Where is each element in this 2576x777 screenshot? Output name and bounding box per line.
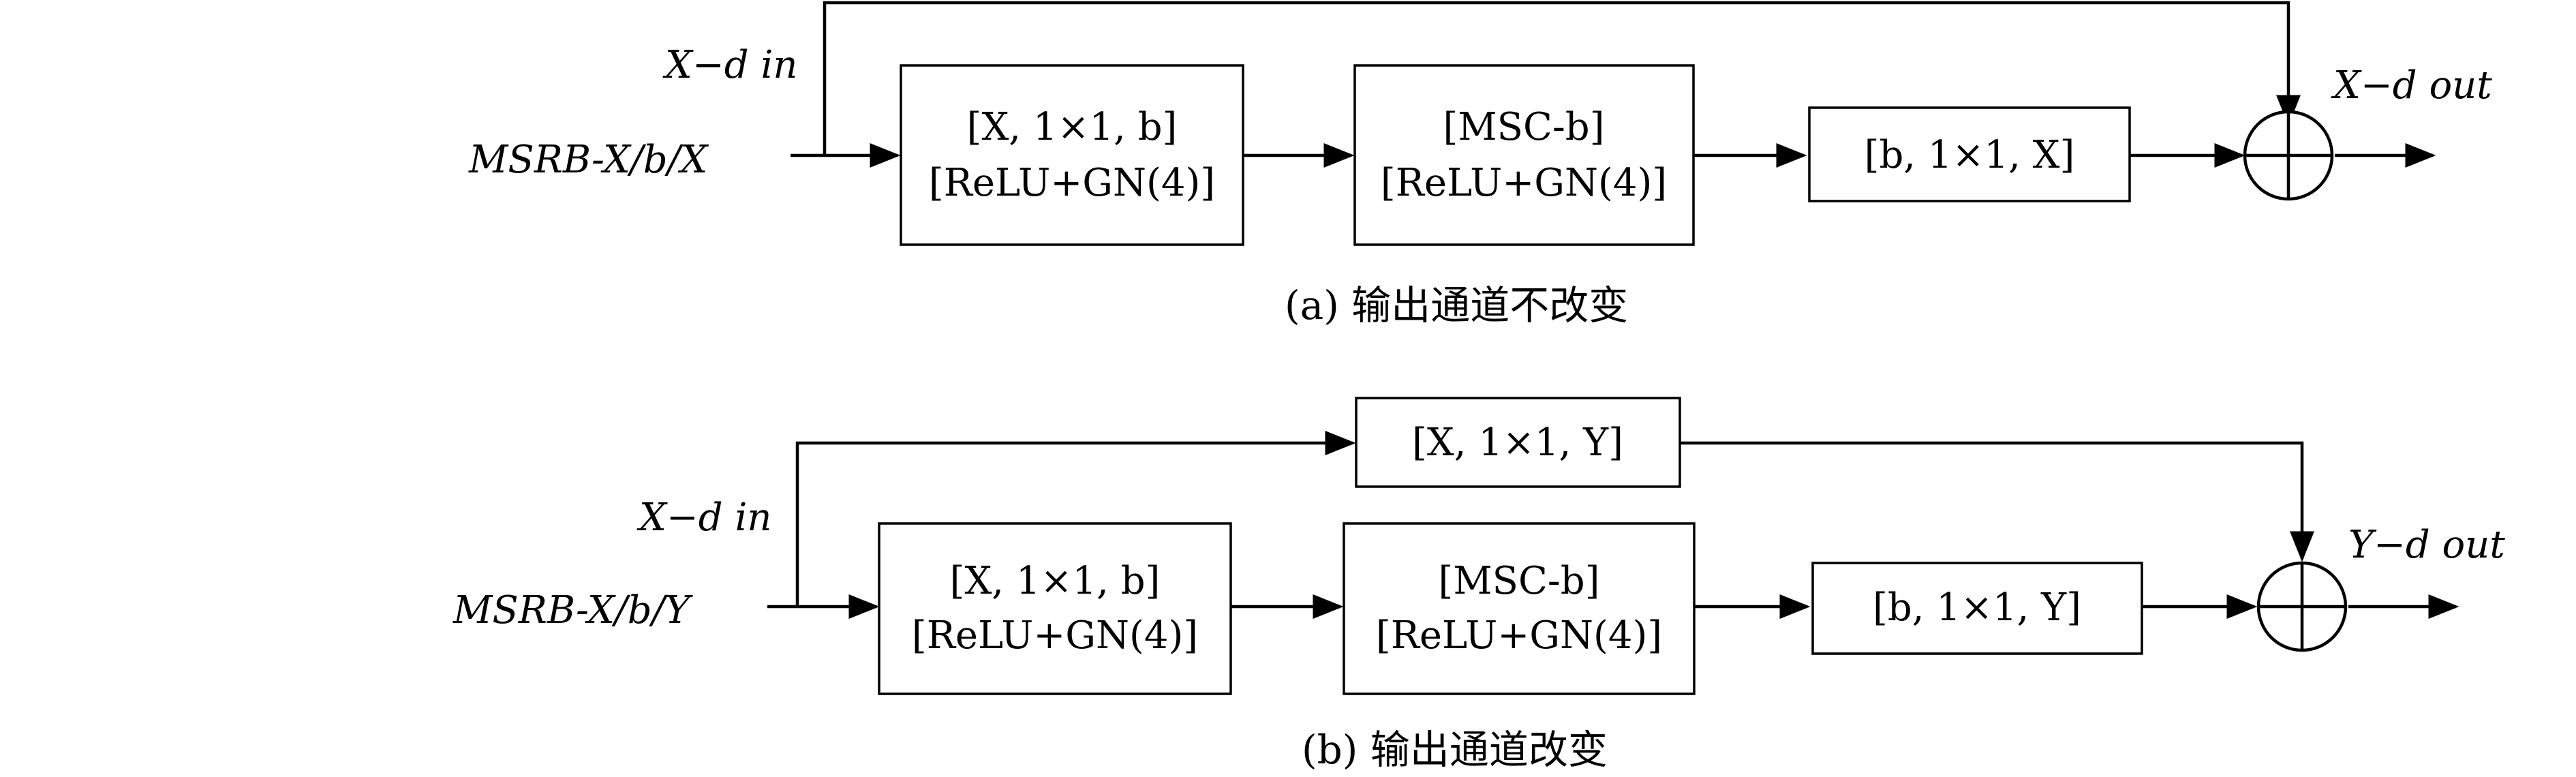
panel-b-block-name: MSRB-X/b/Y — [453, 588, 693, 633]
panel-a-box-conv1x1-in — [900, 64, 1244, 246]
panel-a-box-conv1x1-out — [1808, 106, 2131, 202]
panel-a-box2-line1: [MSC-b] — [1443, 105, 1604, 149]
panel-b-shortcut-line-in — [795, 431, 1356, 607]
panel-a-box1-line1: [X, 1×1, b] — [967, 105, 1178, 149]
panel-a-block-name: MSRB-X/b/X — [468, 138, 709, 182]
panel-b-box2-line1: [MSC-b] — [1438, 559, 1599, 603]
panel-b-box2-line2: [ReLU+GN(4)] — [1376, 613, 1662, 658]
panel-b-box-conv1x1-out — [1811, 562, 2143, 655]
panel-b-shortcut-box-line1: [X, 1×1, Y] — [1412, 421, 1623, 465]
panel-a-box2-line2: [ReLU+GN(4)] — [1381, 161, 1667, 205]
panel-a-shortcut-line — [823, 1, 2301, 155]
panel-b-sum-node-icon — [2256, 561, 2348, 652]
panel-a: [X, 1×1, b] [ReLU+GN(4)] [MSC-b] [ReLU+G… — [468, 1, 2492, 329]
panel-b-shortcut-line-out — [1680, 441, 2314, 562]
panel-b-input-label: X−d in — [637, 496, 771, 540]
panel-a-box3-line1: [b, 1×1, X] — [1865, 133, 2075, 177]
panel-a-caption: (a) 输出通道不改变 — [1285, 282, 1628, 329]
panel-b-output-label: Y−d out — [2348, 523, 2505, 567]
panel-b-box-conv1x1-in — [878, 522, 1232, 695]
panel-a-box-msc — [1353, 64, 1695, 246]
panel-b-box3-line1: [b, 1×1, Y] — [1873, 585, 2081, 630]
panel-a-sum-node-icon — [2243, 110, 2334, 201]
panel-b-box1-line2: [ReLU+GN(4)] — [912, 613, 1198, 658]
panel-a-box1-line2: [ReLU+GN(4)] — [929, 161, 1215, 205]
panel-b-box-msc — [1343, 522, 1696, 695]
panel-b: [X, 1×1, Y] [X, 1×1, b] [ReLU+GN(4)] [MS… — [453, 397, 2505, 773]
panel-a-output-label: X−d out — [2331, 63, 2492, 108]
panel-b-box1-line1: [X, 1×1, b] — [950, 559, 1161, 603]
panel-a-input-label: X−d in — [662, 43, 797, 87]
panel-b-box-shortcut-conv — [1355, 397, 1681, 488]
panel-b-caption: (b) 输出通道改变 — [1302, 727, 1608, 773]
